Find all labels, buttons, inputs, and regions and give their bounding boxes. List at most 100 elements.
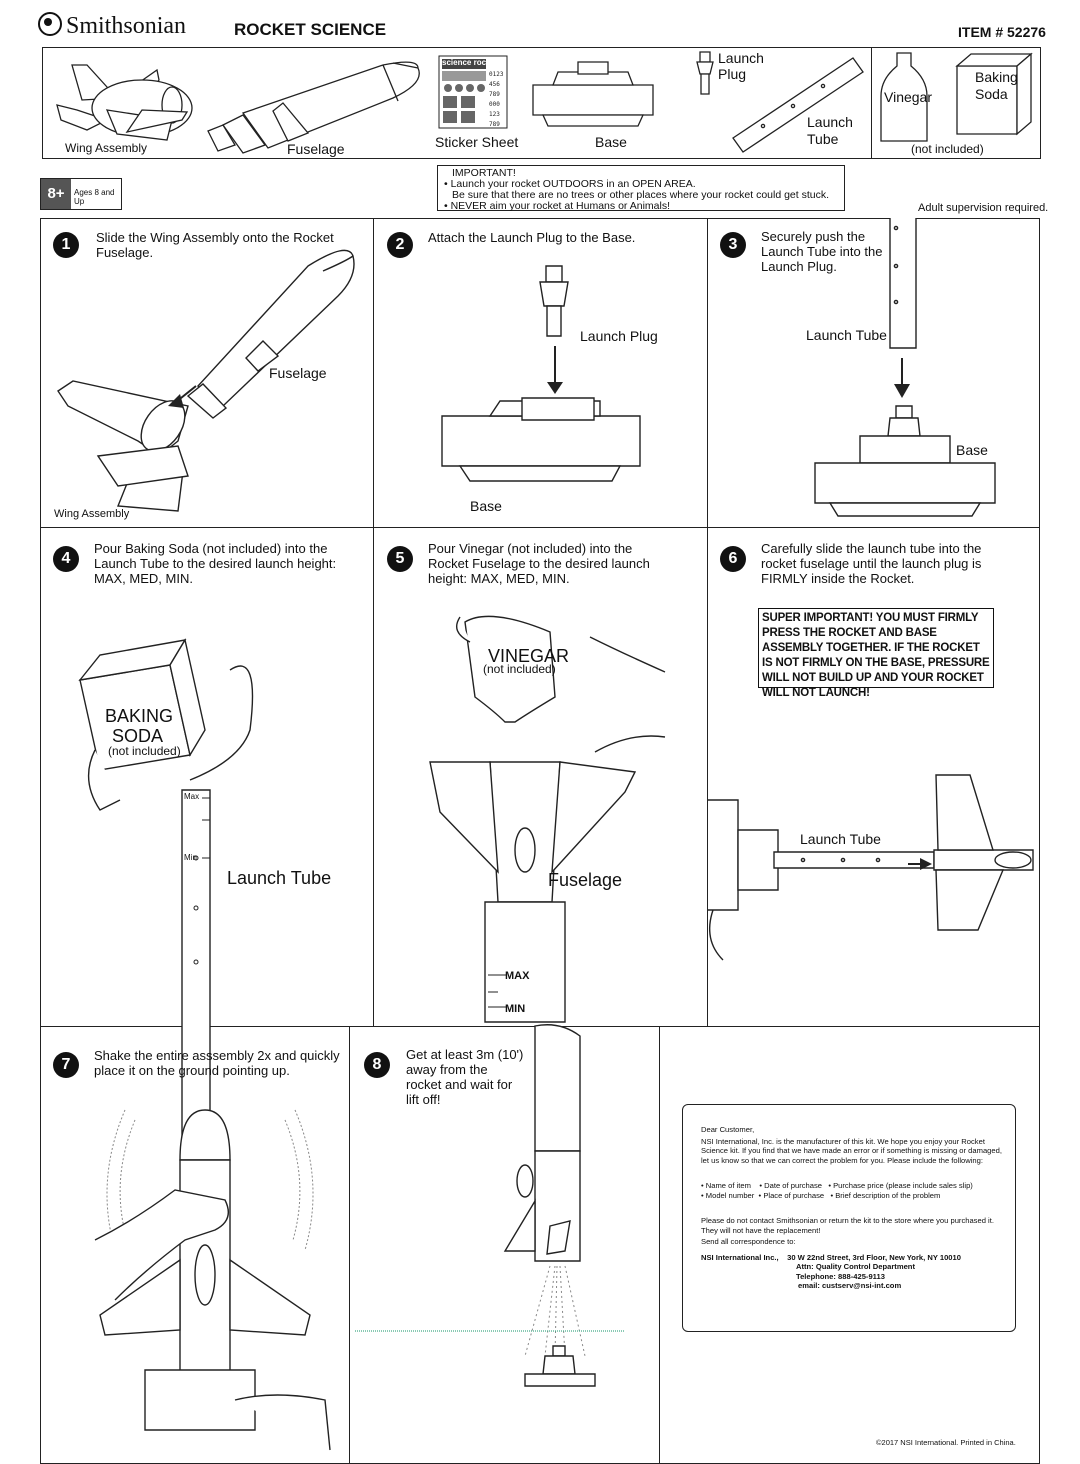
step-1-text: Slide the Wing Assembly onto the Rocket … <box>96 230 334 260</box>
letter-bullet-1: • Name of item <box>701 1181 751 1190</box>
step-2-illustration <box>440 266 660 506</box>
launch-plug-label: Launch Plug <box>718 50 764 82</box>
step-6-launch-tube-label: Launch Tube <box>800 831 881 847</box>
letter-company: NSI International Inc., <box>701 1252 779 1262</box>
step-5-bottle-line1: VINEGAR <box>488 646 570 666</box>
step-4-mark-min: Min <box>184 853 197 862</box>
letter-note: Please do not contact Smithsonian or ret… <box>701 1216 994 1235</box>
col-divider-3 <box>349 1027 350 1463</box>
step-4-illustration <box>70 650 330 1070</box>
baking-soda-label: Baking Soda <box>975 69 1018 102</box>
letter-bullets-row-2: • Model number • Place of purchase • Bri… <box>701 1191 1005 1201</box>
letter-bullet-5: • Place of purchase <box>758 1190 825 1200</box>
vinegar-label: Vinegar <box>884 89 933 105</box>
step-7-text: Shake the entire asssembly 2x and quickl… <box>94 1048 340 1078</box>
step-8-illustration <box>505 1026 625 1464</box>
step-4-box-line3: (not included) <box>108 744 181 758</box>
step-8-number: 8 <box>364 1052 390 1078</box>
step-1-illustration <box>48 246 368 516</box>
step-5-bottle-line2: (not included) <box>483 662 556 676</box>
letter-greeting: Dear Customer, <box>701 1125 755 1134</box>
step-2-number: 2 <box>387 232 413 258</box>
parts-divider <box>871 48 872 158</box>
step-5-mark-min: MIN <box>505 1003 526 1015</box>
important-line-3: • NEVER aim your rocket at Humans or Ani… <box>444 200 671 212</box>
customer-letter: Dear Customer, NSI International, Inc. i… <box>682 1104 1016 1332</box>
sticker-logo-text: science rocket <box>442 58 498 67</box>
age-number: 8+ <box>41 179 71 209</box>
step-4-text: Pour Baking Soda (not included) into the… <box>94 541 337 586</box>
brand-name: Smithsonian <box>66 13 187 39</box>
important-notice: IMPORTANT! • Launch your rocket OUTDOORS… <box>437 165 845 212</box>
step-3-base-label: Base <box>956 442 988 458</box>
letter-bullets-row-1: • Name of item • Date of purchase • Purc… <box>701 1181 1005 1191</box>
letter-bullet-2: • Date of purchase <box>759 1181 822 1190</box>
step-4-launch-tube-label: Launch Tube <box>227 868 332 888</box>
baking-soda-box-illustration <box>955 52 1035 137</box>
svg-text:789: 789 <box>489 121 500 128</box>
letter-phone: Telephone: 888-425-9113 <box>796 1271 885 1281</box>
letter-bullet-3: • Purchase price (please include sales s… <box>828 1181 973 1190</box>
step-5-number: 5 <box>387 546 413 572</box>
col-divider-1 <box>373 219 374 1027</box>
item-number: ITEM # 52276 <box>958 24 1046 40</box>
letter-bullet-6: • Brief description of the problem <box>830 1190 941 1200</box>
step-4-box-line2: SODA <box>112 726 164 746</box>
step-2-base-label: Base <box>470 498 502 514</box>
vinegar-bottle-illustration <box>879 51 929 146</box>
super-important-warning: SUPER IMPORTANT! YOU MUST FIRMLY PRESS T… <box>758 608 994 699</box>
step-6-text: Carefully slide the launch tube into the… <box>761 541 982 586</box>
step-4-box-line1: BAKING <box>105 706 174 726</box>
launch-tube-illustration <box>728 50 868 160</box>
letter-bullet-4: • Model number <box>701 1190 755 1200</box>
step-3-launch-tube-label: Launch Tube <box>806 327 887 343</box>
step-4-mark-max: Max <box>184 792 200 801</box>
step-1-number: 1 <box>53 232 79 258</box>
step-2-text: Attach the Launch Plug to the Base. <box>428 230 636 245</box>
important-heading: IMPORTANT! <box>452 167 516 179</box>
svg-text:456: 456 <box>489 81 500 88</box>
letter-address: 30 W 22nd Street, 3rd Floor, New York, N… <box>787 1252 961 1262</box>
sun-logo-icon <box>38 12 62 36</box>
launch-tube-label: Launch Tube <box>807 114 853 147</box>
step-5-text: Pour Vinegar (not included) into the Roc… <box>428 541 650 586</box>
letter-attn: Attn: Quality Control Department <box>796 1262 915 1271</box>
wing-assembly-illustration <box>47 50 197 150</box>
step-1-wing-assembly-label: Wing Assembly <box>54 508 130 520</box>
col-divider-2 <box>707 219 708 1027</box>
svg-text:000: 000 <box>489 101 500 108</box>
age-badge: 8+ Ages 8 and Up <box>40 178 122 210</box>
sticker-sheet-label: Sticker Sheet <box>435 134 519 150</box>
step-6-number: 6 <box>720 546 746 572</box>
step-7-number: 7 <box>53 1052 79 1078</box>
letter-address-block: NSI International Inc., 30 W 22nd Street… <box>701 1253 1005 1291</box>
step-5-illustration <box>420 612 660 1022</box>
step-6-illustration <box>708 770 1038 970</box>
step-1-fuselage-label: Fuselage <box>269 365 327 381</box>
base-label: Base <box>595 134 627 150</box>
letter-email: email: custserv@nsi-int.com <box>798 1281 902 1290</box>
step-7-illustration <box>95 1100 355 1460</box>
brand-logo: Smithsonian <box>38 12 186 40</box>
not-included-label: (not included) <box>911 142 984 156</box>
adult-supervision-note: Adult supervision required. <box>918 202 1049 214</box>
copyright-footer: ©2017 NSI International. Printed in Chin… <box>876 1438 1016 1447</box>
base-illustration <box>528 60 658 130</box>
svg-text:789: 789 <box>489 91 500 98</box>
step-8-text: Get at least 3m (10') away from the rock… <box>406 1047 524 1107</box>
step-3-number: 3 <box>720 232 746 258</box>
step-2-launch-plug-label: Launch Plug <box>580 328 658 344</box>
step-3-text: Securely push the Launch Tube into the L… <box>761 229 883 274</box>
important-line-1: • Launch your rocket OUTDOORS in an OPEN… <box>444 178 696 190</box>
fuselage-label: Fuselage <box>287 141 345 157</box>
svg-text:123: 123 <box>489 111 500 118</box>
col-divider-4 <box>659 1027 660 1463</box>
step-5-fuselage-label: Fuselage <box>548 870 623 890</box>
letter-send: Send all correspondence to: <box>701 1237 796 1246</box>
row-divider-1 <box>41 527 1039 528</box>
launch-plug-illustration <box>695 52 715 98</box>
page-title: ROCKET SCIENCE <box>234 20 387 39</box>
age-text: Ages 8 and Up <box>74 188 115 206</box>
